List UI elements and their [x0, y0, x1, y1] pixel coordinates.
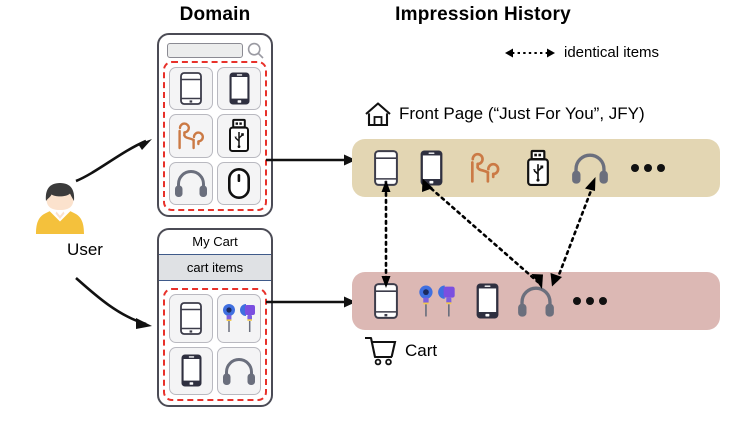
cart-ellipsis-icon	[573, 297, 607, 305]
cart-items-highlight	[163, 288, 267, 401]
page-title-domain: Domain	[179, 4, 251, 25]
cart-item-earbuds[interactable]	[416, 284, 458, 318]
search-row[interactable]	[159, 35, 271, 63]
domain-cell-earphones[interactable]	[169, 114, 213, 158]
domain-cell-mouse[interactable]	[217, 161, 261, 205]
front-page-label: Front Page (“Just For You”, JFY)	[399, 104, 645, 123]
mouse-icon	[227, 167, 250, 199]
my-cart-title: My Cart	[192, 234, 238, 249]
domain-cell-headphones[interactable]	[169, 161, 213, 205]
tablet-icon	[180, 301, 202, 335]
tablet-icon	[180, 72, 202, 106]
home-icon	[364, 101, 392, 127]
jfy-ellipsis-icon	[631, 164, 665, 172]
cart-cell-headphones[interactable]	[217, 346, 261, 395]
user-label: User	[67, 240, 103, 259]
double-headed-dotted-arrow-icon	[505, 47, 555, 59]
cart-cell-earbuds[interactable]	[217, 294, 261, 343]
search-input[interactable]	[167, 43, 243, 58]
cart-item-headphones[interactable]	[517, 285, 555, 317]
domain-cell-usb-drive[interactable]	[217, 114, 261, 158]
domain-cell-smartphone[interactable]	[217, 67, 261, 111]
arrow-user-to-domain	[70, 115, 160, 185]
domain-items-highlight	[163, 61, 267, 211]
cart-cell-tablet[interactable]	[169, 294, 213, 343]
jfy-item-smartphone[interactable]	[420, 150, 443, 186]
user-avatar-icon	[30, 180, 140, 238]
search-icon[interactable]	[247, 42, 264, 59]
cart-band	[352, 272, 720, 330]
front-page-band	[352, 139, 720, 197]
my-cart-panel: My Cart cart items	[157, 228, 273, 407]
jfy-item-headphones[interactable]	[571, 152, 609, 184]
jfy-item-earphones[interactable]	[465, 151, 505, 185]
cart-label: Cart	[405, 341, 438, 360]
usb-drive-icon	[229, 119, 249, 153]
domain-cell-tablet[interactable]	[169, 67, 213, 111]
arrow-cart-to-band	[266, 292, 358, 312]
headphones-icon	[174, 169, 208, 198]
headphones-icon	[222, 357, 256, 385]
cart-items-header: cart items	[159, 254, 271, 281]
legend-label: identical items	[564, 44, 660, 61]
user-block: User	[30, 180, 140, 260]
earbuds-icon	[220, 303, 258, 333]
legend: identical items	[505, 44, 659, 61]
page-title-impression-history: Impression History	[395, 4, 571, 25]
smartphone-icon	[229, 72, 250, 105]
jfy-item-tablet[interactable]	[374, 150, 398, 186]
cart-cell-smartphone[interactable]	[169, 346, 213, 395]
smartphone-icon	[181, 354, 202, 387]
arrow-user-to-cart	[70, 272, 160, 342]
shopping-cart-icon	[364, 336, 398, 366]
cart-item-smartphone[interactable]	[476, 283, 499, 319]
cart-item-tablet[interactable]	[374, 283, 398, 319]
jfy-item-usb-drive[interactable]	[527, 149, 549, 186]
cart-label-group: Cart	[364, 336, 437, 366]
domain-phone-mockup	[157, 33, 273, 217]
earphones-icon	[173, 121, 209, 151]
front-page-label-group: Front Page (“Just For You”, JFY)	[364, 101, 645, 127]
arrow-domain-to-jfy	[266, 150, 358, 170]
